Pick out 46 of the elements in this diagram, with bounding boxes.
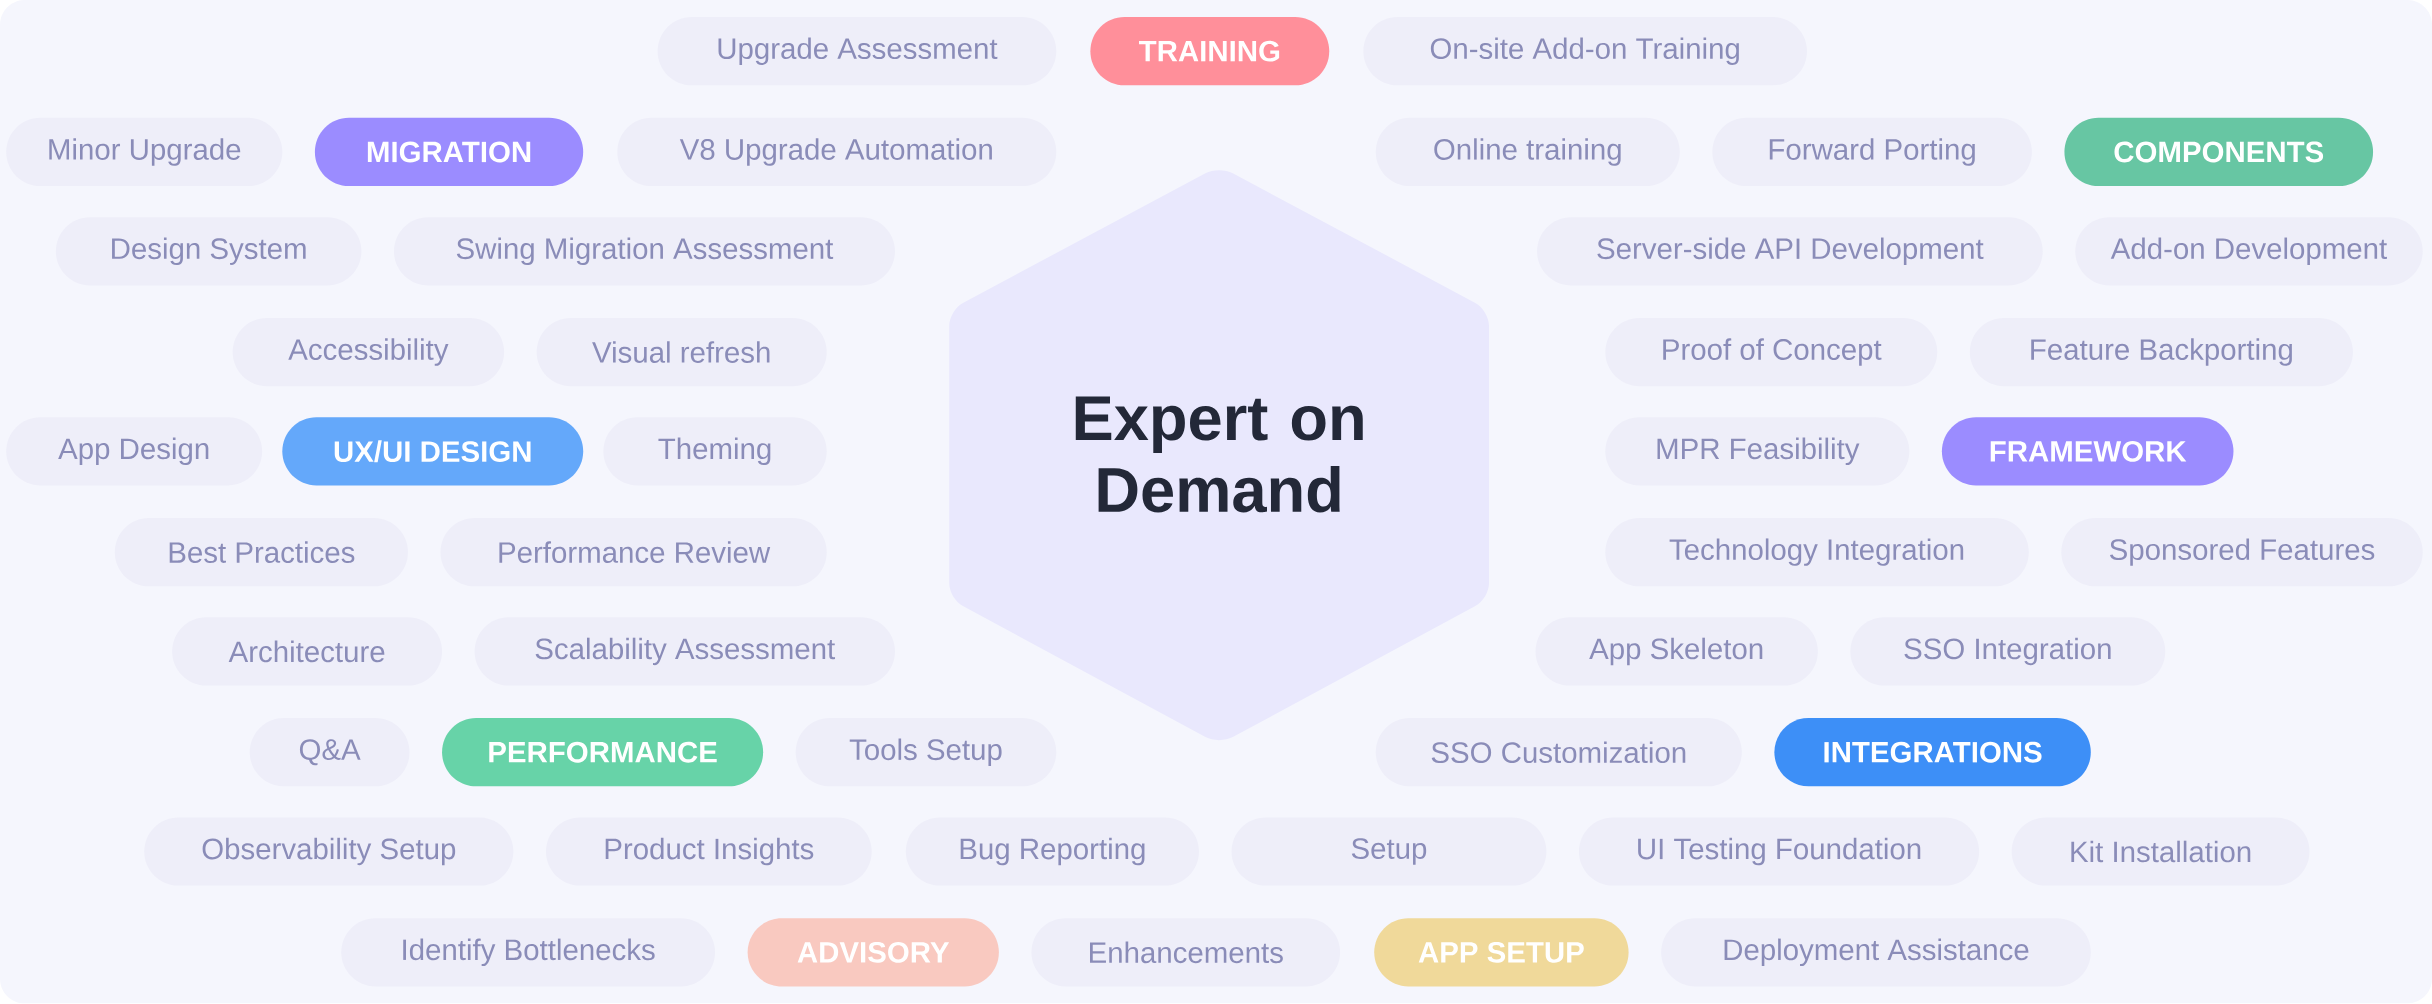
service-pill: Theming [603,417,827,486]
service-pill: Add-on Development [2075,217,2423,286]
service-pill: App Skeleton [1535,617,1818,686]
service-pill: Visual refresh [536,318,827,387]
service-pill: Upgrade Assessment [657,17,1057,86]
service-pill: On-site Add-on Training [1363,17,1807,86]
category-pill: ADVISORY [747,918,999,987]
service-pill: SSO Customization [1375,718,1742,787]
service-pill: Bug Reporting [905,817,1199,886]
service-pill: Setup [1231,817,1547,886]
service-pill: Accessibility [232,318,505,387]
service-pill: Enhancements [1031,918,1341,987]
category-pill: INTEGRATIONS [1774,718,2091,787]
service-pill: Server-side API Development [1537,217,2043,286]
service-pill: SSO Integration [1850,617,2166,686]
service-pill: Architecture [172,617,443,686]
service-pill: Scalability Assessment [474,617,895,686]
service-pill: Technology Integration [1605,518,2029,587]
category-pill: FRAMEWORK [1941,417,2234,486]
category-pill: UX/UI DESIGN [282,417,584,486]
service-pill: Design System [55,217,362,286]
service-pill: App Design [6,417,263,486]
service-pill: Swing Migration Assessment [393,217,895,286]
service-pill: V8 Upgrade Automation [617,118,1057,187]
service-pill: Minor Upgrade [6,118,283,187]
category-pill: COMPONENTS [2064,118,2374,187]
service-pill: Identify Bottlenecks [341,918,716,987]
category-pill: TRAINING [1090,17,1330,86]
service-pill: Proof of Concept [1605,318,1938,387]
service-pill: Product Insights [545,817,872,886]
service-pill: Feature Backporting [1969,318,2353,387]
service-pill: Kit Installation [2011,817,2310,886]
service-pill: Deployment Assistance [1661,918,2091,987]
service-pill: MPR Feasibility [1605,417,1910,486]
service-pill: Forward Porting [1712,118,2032,187]
service-pill: Performance Review [440,518,827,587]
service-pill: UI Testing Foundation [1578,817,1980,886]
service-pill: Best Practices [114,518,408,587]
service-pill: Tools Setup [795,718,1057,787]
service-pill: Observability Setup [144,817,514,886]
category-pill: PERFORMANCE [442,718,764,787]
service-pill: Sponsored Features [2061,518,2423,587]
category-pill: MIGRATION [314,118,584,187]
center-hexagon: Expert on Demand [949,170,1489,741]
service-pill: Online training [1375,118,1680,187]
category-pill: APP SETUP [1374,918,1629,987]
